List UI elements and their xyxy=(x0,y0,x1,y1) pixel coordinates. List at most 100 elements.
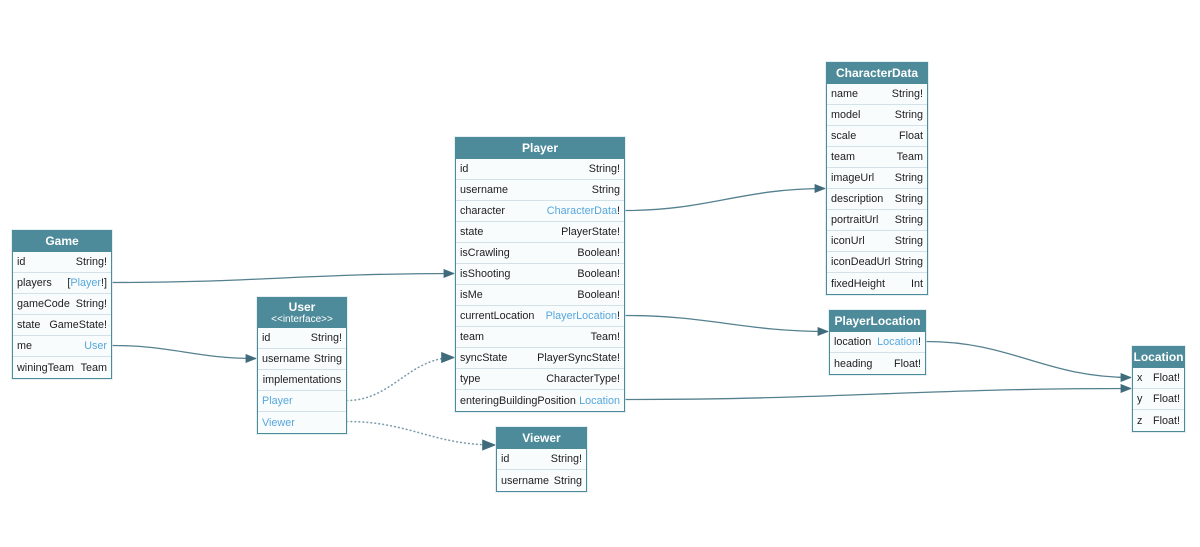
field-type: String! xyxy=(76,298,107,310)
type-link-User[interactable]: User xyxy=(84,340,107,352)
field-type: String! xyxy=(311,332,342,344)
field-type: Float! xyxy=(1153,372,1180,384)
field-name: character xyxy=(460,205,506,217)
edge-player-character-to-characterdata xyxy=(624,183,827,212)
type-text: String! xyxy=(310,332,342,344)
field-type: Team! xyxy=(591,331,620,343)
table-title: PlayerLocation xyxy=(834,314,921,328)
table-header-playerlocation[interactable]: PlayerLocation xyxy=(830,311,925,332)
type-text: String xyxy=(894,235,923,247)
field-name: id xyxy=(460,163,469,175)
type-text: String xyxy=(313,353,342,365)
table-title: User xyxy=(288,300,316,314)
field-name: location xyxy=(834,336,872,348)
field-type: Int xyxy=(911,278,923,290)
field-name: portraitUrl xyxy=(831,214,879,226)
edge-player-currentlocation-to-playerlocation xyxy=(624,314,830,337)
type-text: Team! xyxy=(590,331,620,343)
field-row-user-Viewer[interactable]: Viewer xyxy=(258,412,346,433)
type-text: Boolean! xyxy=(577,268,620,280)
type-text: Team xyxy=(80,361,107,374)
field-row-playerlocation-location[interactable]: location Location! xyxy=(830,332,925,353)
table-header-characterdata[interactable]: CharacterData xyxy=(827,63,927,84)
type-text: ! xyxy=(617,205,620,217)
table-header-player[interactable]: Player xyxy=(456,138,624,159)
field-name: id xyxy=(262,332,271,344)
field-type: PlayerLocation! xyxy=(546,310,620,322)
table-header-viewer[interactable]: Viewer xyxy=(497,428,586,449)
type-text: Float! xyxy=(893,357,921,370)
type-text: ! xyxy=(918,336,921,348)
field-row-player-character[interactable]: character CharacterData! xyxy=(456,201,624,222)
implementation-link[interactable]: Player xyxy=(262,395,293,407)
field-row-game-gameCode[interactable]: gameCode String! xyxy=(13,294,111,315)
type-link-PlayerLocation[interactable]: PlayerLocation xyxy=(545,310,617,322)
type-text: [ xyxy=(67,277,71,289)
implementation-link[interactable]: Viewer xyxy=(262,416,295,429)
type-text: String xyxy=(894,214,923,226)
field-row-user-Player[interactable]: Player xyxy=(258,391,346,412)
field-name: currentLocation xyxy=(460,310,535,322)
table-title: Location xyxy=(1133,350,1184,364)
field-type: String xyxy=(895,256,923,268)
field-row-characterdata-fixedHeight[interactable]: fixedHeight Int xyxy=(827,273,927,294)
field-name: implementations xyxy=(262,374,342,386)
type-text: String xyxy=(894,256,923,268)
field-row-player-isShooting[interactable]: isShooting Boolean! xyxy=(456,264,624,285)
type-link-CharacterData[interactable]: CharacterData xyxy=(546,205,617,217)
table-header-game[interactable]: Game xyxy=(13,231,111,252)
edge-user-player-impl xyxy=(346,351,456,402)
table-header-location[interactable]: Location xyxy=(1133,347,1184,368)
field-name: isShooting xyxy=(460,268,511,280)
field-row-characterdata-iconUrl[interactable]: iconUrl String xyxy=(827,231,927,252)
field-name: model xyxy=(831,109,861,121)
field-row-player-currentLocation[interactable]: currentLocation PlayerLocation! xyxy=(456,306,624,327)
field-row-user-id[interactable]: id String! xyxy=(258,328,346,349)
type-text: PlayerSyncState! xyxy=(537,352,620,364)
type-link-Player[interactable]: Player xyxy=(70,277,101,289)
field-row-user-implementations[interactable]: implementations xyxy=(258,370,346,391)
field-row-characterdata-portraitUrl[interactable]: portraitUrl String xyxy=(827,210,927,231)
type-link-Location[interactable]: Location xyxy=(579,394,620,407)
type-link-Location[interactable]: Location xyxy=(877,336,918,348)
field-name: gameCode xyxy=(17,298,70,310)
table-header-user[interactable]: User<<interface>> xyxy=(258,298,346,328)
field-row-game-players[interactable]: players[Player!] xyxy=(13,273,111,294)
field-name: fixedHeight xyxy=(831,277,886,290)
field-name: iconUrl xyxy=(831,235,865,247)
